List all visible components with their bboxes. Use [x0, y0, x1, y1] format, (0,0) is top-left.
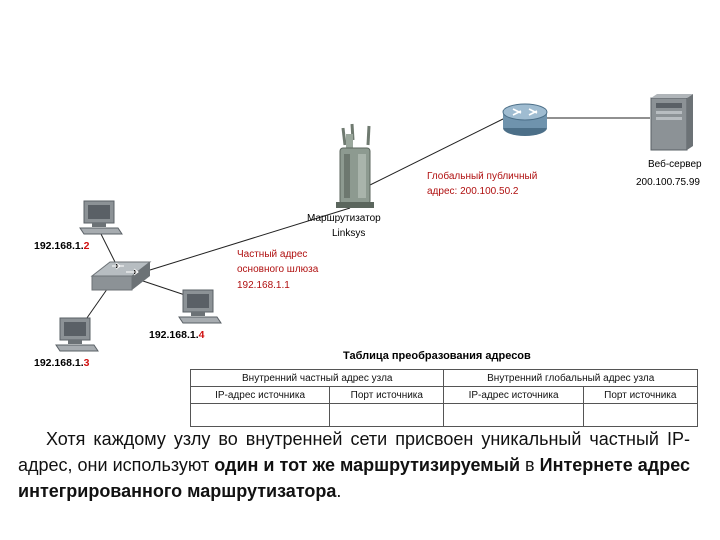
host-ip-2: 192.168.1.2 [34, 240, 90, 252]
web-server-icon [650, 94, 693, 151]
internet-router-icon [502, 103, 548, 136]
link-host2-switch [99, 231, 116, 263]
pc-icon [55, 317, 99, 352]
private-gateway-ip: 192.168.1.1 [237, 280, 290, 291]
router-name-line1: Маршрутизатор [307, 213, 381, 224]
nat-table: Внутренний частный адрес узла Внутренний… [189, 369, 699, 427]
nat-col-header: IP-адрес источника [189, 386, 331, 404]
nat-col-header: Порт источника [329, 386, 445, 404]
pc-icon [178, 289, 222, 324]
nat-col-header: IP-адрес источника [443, 386, 584, 404]
private-gateway-label-line2: основного шлюза [237, 264, 319, 275]
nat-group-header-global: Внутренний глобальный адрес узла [443, 369, 698, 387]
host-ip-3: 192.168.1.3 [34, 357, 90, 369]
switch-icon [90, 261, 152, 291]
private-gateway-label-line1: Частный адрес [237, 249, 307, 260]
public-address-label-line2: адрес: 200.100.50.2 [427, 186, 519, 197]
link-switch-router [149, 207, 351, 271]
network-diagram: Веб-сервер 200.100.75.99 Маршрутизатор L… [34, 94, 702, 369]
nat-table-row [189, 403, 699, 427]
public-address-label-line1: Глобальный публичный [427, 170, 537, 182]
nat-group-header-private: Внутренний частный адрес узла [189, 369, 445, 387]
router-name-line2: Linksys [332, 228, 365, 239]
web-server-label: Веб-сервер [648, 158, 702, 170]
link-host4-switch [139, 279, 186, 296]
nat-table-title: Таблица преобразования адресов [343, 350, 531, 362]
host-ip-4: 192.168.1.4 [149, 329, 205, 341]
caption-text: Хотя каждому узлу во внутренней сети при… [18, 429, 690, 501]
linksys-router-icon [336, 123, 374, 208]
link-router-internet [369, 117, 506, 186]
web-server-ip: 200.100.75.99 [636, 177, 700, 188]
nat-col-header: Порт источника [582, 386, 699, 404]
pc-icon [79, 200, 123, 235]
